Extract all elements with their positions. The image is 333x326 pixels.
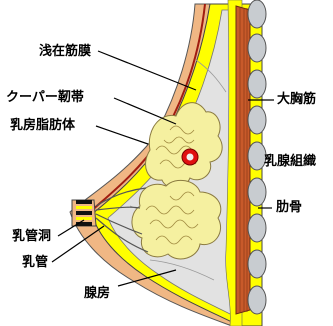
label-gland-lobule: 腺房	[84, 286, 110, 301]
label-lactiferous-sinus: 乳管洞	[12, 229, 51, 244]
label-breast-fat-body: 乳房脂肪体	[10, 118, 75, 133]
pointer-breast-fat	[96, 126, 148, 144]
label-pectoralis-major: 大胸筋	[277, 92, 316, 107]
label-mammary-tissue: 乳腺組織	[264, 154, 316, 169]
label-coopers-ligament: クーパー靭帯	[6, 90, 84, 105]
label-rib: 肋骨	[276, 200, 302, 215]
label-lactiferous-duct: 乳管	[22, 255, 48, 270]
lesion-marker	[182, 149, 198, 165]
nipple	[72, 200, 96, 226]
label-superficial-fascia: 浅在筋膜	[39, 44, 91, 59]
pointer-superficial-fascia	[98, 51, 196, 90]
